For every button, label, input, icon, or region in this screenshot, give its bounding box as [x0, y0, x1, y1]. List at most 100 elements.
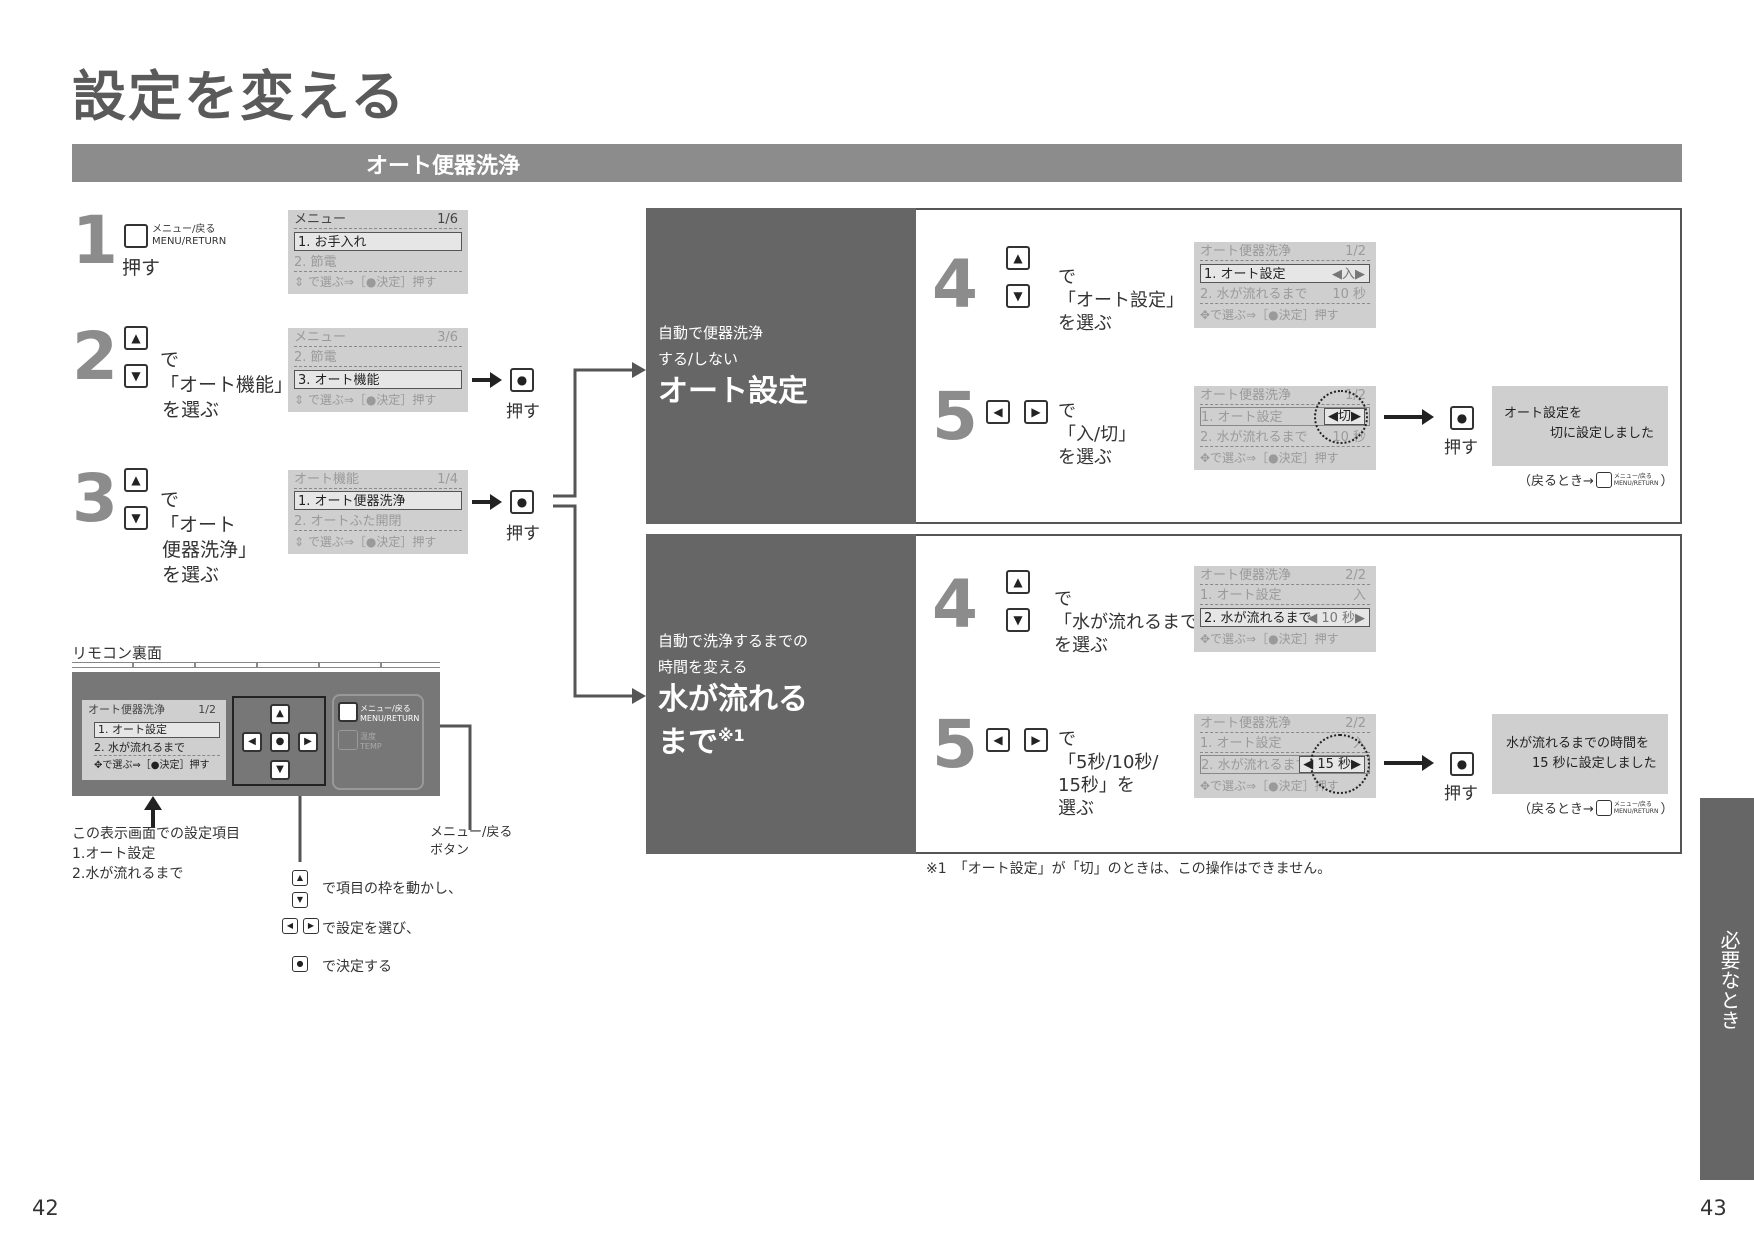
footnote: ※1 「オート設定」が「切」のときは、この操作はできません。 — [926, 861, 1332, 877]
panel-water-timing-header — [646, 534, 916, 854]
down-arrow-icon: ▼ — [124, 506, 148, 530]
message-line: 15 秒に設定しました — [1532, 756, 1657, 771]
down-arrow-icon: ▼ — [1006, 284, 1030, 308]
remote-enter-button[interactable]: ● — [270, 732, 290, 752]
push-text: 押す — [122, 257, 161, 279]
side-tab — [1700, 798, 1754, 1180]
label-en: MENU/RETURN — [152, 236, 227, 247]
caption-title: この表示画面での設定項目 — [72, 826, 240, 842]
remote-menu-return-button[interactable] — [338, 702, 358, 722]
remote-temp-button[interactable] — [338, 730, 358, 750]
left-arrow-icon: ◀ — [282, 918, 298, 934]
step-number: 5 — [932, 378, 978, 455]
arrow-right-icon — [1422, 409, 1434, 425]
lcd-footer: ✥で選ぶ⇒［●決定］押す — [94, 760, 210, 771]
step-number: 4 — [932, 246, 978, 323]
up-arrow-icon: ▲ — [292, 870, 308, 886]
remote-right-button[interactable]: ▶ — [298, 732, 318, 752]
enter-button-icon: ● — [1450, 752, 1474, 776]
return-text: （戻るとき→ — [1518, 474, 1594, 489]
up-arrow-icon: ▲ — [124, 326, 148, 350]
remote-up-button[interactable]: ▲ — [270, 704, 290, 724]
lcd-row: 2. 節電 — [294, 348, 462, 367]
text-erabu: を選ぶ — [1058, 313, 1112, 334]
text-erabu: を選ぶ — [162, 399, 220, 421]
subtitle-line: 時間を変える — [658, 658, 748, 676]
arrow-shaft — [472, 378, 492, 382]
panel-auto-setting-header — [646, 208, 916, 524]
legend-select: で設定を選び、 — [322, 921, 420, 937]
remote-left-button[interactable]: ◀ — [242, 732, 262, 752]
subtitle-line: 自動で洗浄するまでの — [658, 632, 809, 650]
remote-caption: この表示画面での設定項目 1.オート設定 2.水が流れるまで — [72, 824, 240, 884]
legend-move: で項目の枠を動かし、 — [322, 881, 462, 897]
result-message: 水が流れるまでの時間を 15 秒に設定しました — [1492, 714, 1668, 794]
up-arrow-icon: ▲ — [1006, 570, 1030, 594]
text-line2: 15秒」を — [1058, 775, 1135, 796]
text-select: 「オート設定」 — [1058, 290, 1184, 311]
text-de: で — [160, 489, 180, 511]
title-line: 水が流れる — [658, 682, 808, 717]
remote-dpad-frame — [232, 696, 326, 786]
lcd-row-selected: 1. お手入れ — [294, 232, 462, 251]
legend-decide: で決定する — [322, 959, 392, 975]
caption-item: 1.オート設定 — [72, 846, 156, 862]
text-erabu: を選ぶ — [1058, 447, 1112, 468]
remote-temp-label: 温度 TEMP — [360, 732, 382, 752]
step-text: で 「オート機能」 を選ぶ — [160, 348, 293, 423]
step-number: 4 — [932, 566, 978, 643]
step-text: で 「5秒/10秒/ 15秒」を 選ぶ — [1058, 728, 1159, 820]
label-jp: 温度 — [360, 732, 376, 741]
push-text: 押す — [1444, 438, 1478, 458]
remote-label: リモコン裏面 — [72, 644, 163, 662]
text-de: で — [1058, 401, 1076, 422]
remote-down-button[interactable]: ▼ — [270, 760, 290, 780]
push-text: 押す — [1444, 784, 1478, 804]
lcd-row-selected: 2. 水が流れるまで◀ 10 秒▶ — [1200, 608, 1370, 627]
up-arrow-icon: ▲ — [124, 468, 148, 492]
caption-item: 2.水が流れるまで — [72, 866, 184, 882]
enter-button-icon: ● — [1450, 406, 1474, 430]
text-select: 「オート機能」 — [160, 374, 294, 396]
remote-menu-label: メニュー/戻る MENU/RETURN — [360, 704, 419, 724]
lcd-footer: ✥で選ぶ⇒［●決定］押す — [1200, 308, 1339, 322]
left-arrow-icon: ◀ — [986, 728, 1010, 752]
label-en: TEMP — [360, 742, 382, 751]
menu-return-icon — [1595, 799, 1612, 816]
subtitle-line: する/しない — [658, 350, 739, 368]
left-arrow-icon: ◀ — [986, 400, 1010, 424]
title-line: まで※1 — [658, 725, 745, 760]
lcd-row: 1. オート設定入 — [1200, 586, 1370, 605]
arrow-shaft — [1384, 761, 1424, 765]
label-jp: メニュー/戻る — [360, 704, 411, 713]
caption-line: ボタン — [430, 843, 470, 858]
arrow-right-icon — [490, 494, 502, 510]
lcd-row-selected: 3. オート機能 — [294, 370, 462, 389]
remote-top-edge — [72, 662, 440, 668]
step-text: で 「オート設定」 を選ぶ — [1058, 266, 1184, 335]
result-message: オート設定を 切に設定しました — [1492, 386, 1668, 466]
step-number: 3 — [72, 460, 118, 537]
subtitle-line: 自動で便器洗浄 — [658, 324, 764, 342]
text-de: で — [1058, 267, 1076, 288]
menu-return-icon — [1595, 471, 1612, 488]
push-text: 押す — [506, 402, 540, 422]
return-close: ） — [1660, 802, 1674, 817]
note-mark: ※1 — [718, 726, 745, 745]
text-de: で — [160, 349, 180, 371]
enter-button-icon: ● — [510, 368, 534, 392]
panel-title: オート設定 — [658, 374, 808, 409]
lcd-row-selected: 1. オート設定 — [94, 722, 220, 738]
label-jp: メニュー/戻る — [152, 224, 216, 235]
step-text: で 「水が流れるまで」 を選ぶ — [1054, 588, 1216, 657]
